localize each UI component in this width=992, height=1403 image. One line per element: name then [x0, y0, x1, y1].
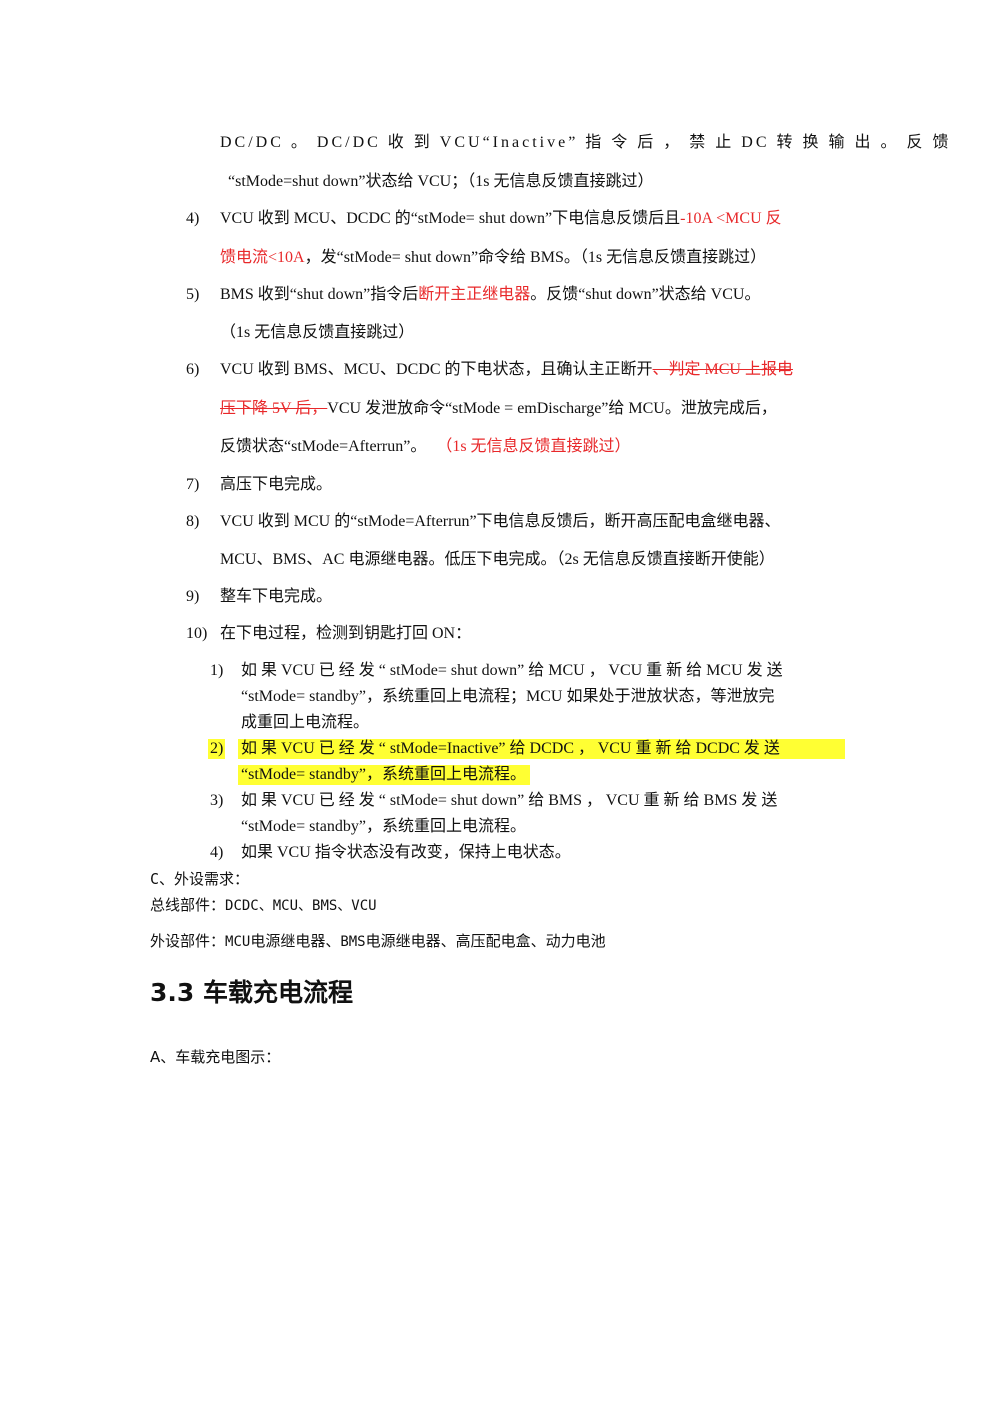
sublist-number: 4): [210, 844, 224, 861]
list-item-8-line1: VCU 收到 MCU 的“stMode=Afterrun”下电信息反馈后，断开高…: [220, 513, 781, 530]
bus-components-line: 总线部件：DCDC、MCU、BMS、VCU: [150, 895, 377, 916]
value: BMS: [340, 934, 366, 950]
list-number: 7): [186, 476, 200, 493]
list-number: 5): [186, 286, 200, 303]
text-span: 反馈状态“stMode=Afterrun”。: [220, 438, 427, 455]
sublist-item-4: 如果 VCU 指令状态没有改变，保持上电状态。: [241, 844, 571, 861]
list-item-6-line3: 反馈状态“stMode=Afterrun”。 （1s 无信息反馈直接跳过）: [220, 437, 631, 457]
list-number: 8): [186, 513, 200, 530]
sublist-number: 1): [210, 662, 224, 679]
section-a-title: A、车载充电图示：: [150, 1048, 281, 1066]
section-c-title: C、外设需求：: [150, 870, 250, 888]
text-span: 。反馈“shut down”状态给 VCU。: [530, 286, 761, 303]
struck-text: 压下降 5V 后，: [220, 400, 328, 417]
red-text: 断开主正继电器: [418, 286, 531, 303]
sublist-item-2-line1: 如 果 VCU 已 经 发 “ stMode=Inactive” 给 DCDC …: [238, 739, 845, 759]
list-number: 9): [186, 588, 200, 605]
list-item-4-line1: VCU 收到 MCU、DCDC 的“stMode= shut down”下电信息…: [220, 209, 782, 229]
peripheral-components-line: 外设部件：MCU电源继电器、BMS电源继电器、高压配电盒、动力电池: [150, 931, 606, 952]
sublist-item-1-line3: 成重回上电流程。: [241, 714, 370, 731]
text-span: VCU 发泄放命令“stMode = emDischarge”给 MCU。泄放完…: [327, 400, 777, 417]
sublist-item-2-line2: “stMode= standby”，系统重回上电流程。: [238, 765, 531, 785]
value: DCDC、MCU、BMS、VCU: [225, 898, 377, 914]
list-number: 10): [186, 625, 208, 642]
value: 电源继电器、: [250, 932, 341, 950]
value: MCU: [225, 934, 251, 950]
list-item-5-line1: BMS 收到“shut down”指令后断开主正继电器。反馈“shut down…: [220, 285, 760, 305]
list-item-5-line2: （1s 无信息反馈直接跳过）: [220, 324, 415, 341]
sublist-item-1-line1: 如 果 VCU 已 经 发 “ stMode= shut down” 给 MCU…: [241, 662, 783, 679]
label: 外设部件：: [150, 932, 226, 950]
text-span: ，发“stMode= shut down”命令给 BMS。（1s 无信息反馈直接…: [304, 249, 767, 266]
list-item-9: 整车下电完成。: [220, 588, 333, 605]
list-item-7: 高压下电完成。: [220, 476, 333, 493]
list-number: 6): [186, 361, 200, 378]
red-text: -10A <MCU 反: [680, 210, 782, 227]
label: 总线部件：: [150, 896, 226, 914]
text-span: VCU 收到 BMS、MCU、DCDC 的下电状态，且确认主正断开: [220, 361, 653, 378]
sublist-item-3-line2: “stMode= standby”，系统重回上电流程。: [241, 818, 527, 835]
list-item-4-line2: 馈电流<10A，发“stMode= shut down”命令给 BMS。（1s …: [220, 248, 766, 268]
red-text: （1s 无信息反馈直接跳过）: [444, 438, 631, 455]
struck-text: 、判定 MCU 上报电: [652, 361, 793, 378]
list-item-6-line2: 压下降 5V 后，VCU 发泄放命令“stMode = emDischarge”…: [220, 399, 777, 419]
list-number: 4): [186, 210, 200, 227]
text-span: VCU 收到 MCU、DCDC 的“stMode= shut down”下电信息…: [220, 210, 681, 227]
list-item-6-line1: VCU 收到 BMS、MCU、DCDC 的下电状态，且确认主正断开、判定 MCU…: [220, 360, 793, 380]
sublist-item-3-line1: 如 果 VCU 已 经 发 “ stMode= shut down” 给 BMS…: [241, 792, 778, 809]
text-line: DC/DC 。 DC/DC 收 到 VCU“Inactive” 指 令 后 ， …: [220, 134, 952, 151]
red-text: 馈电流<10A: [220, 249, 305, 266]
sublist-number: 2): [208, 739, 226, 759]
sublist-number: 3): [210, 792, 224, 809]
section-heading: 3.3 车载充电流程: [150, 978, 353, 1007]
list-item-10: 在下电过程，检测到钥匙打回 ON：: [220, 625, 472, 642]
text-span: BMS 收到“shut down”指令后: [220, 286, 419, 303]
text-line: “stMode=shut down”状态给 VCU；（1s 无信息反馈直接跳过）: [228, 173, 654, 190]
sublist-item-1-line2: “stMode= standby”，系统重回上电流程；MCU 如果处于泄放状态，…: [241, 688, 775, 705]
value: 电源继电器、高压配电盒、动力电池: [365, 932, 606, 950]
list-item-8-line2: MCU、BMS、AC 电源继电器。低压下电完成。（2s 无信息反馈直接断开使能）: [220, 551, 775, 568]
